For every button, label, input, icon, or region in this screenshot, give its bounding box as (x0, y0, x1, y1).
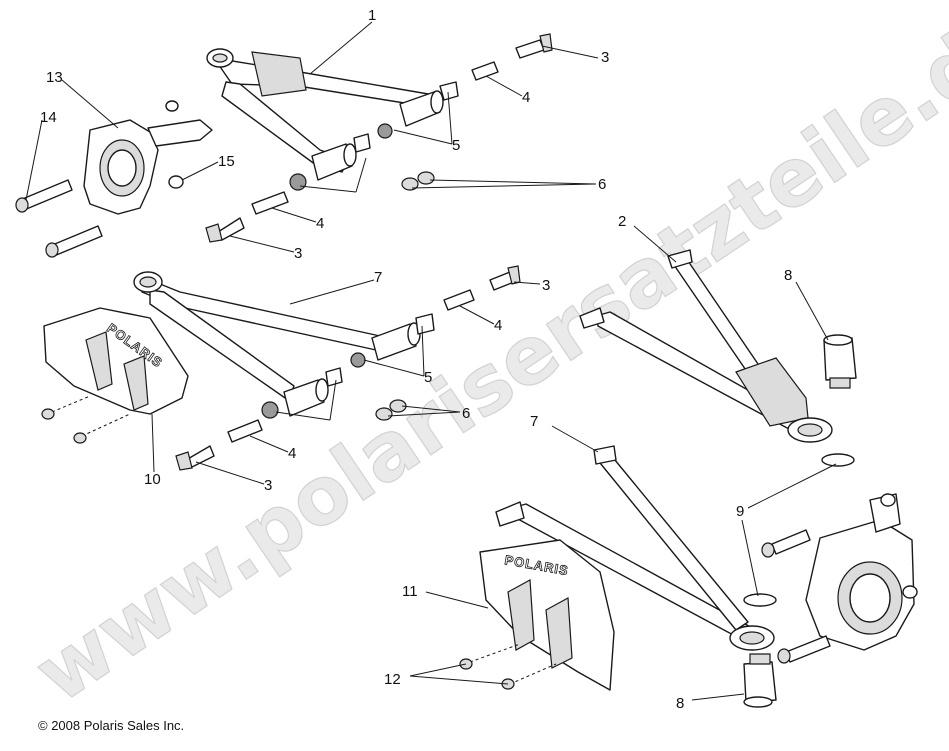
sleeve-upper (251, 61, 499, 215)
upper-a-arm-top (206, 48, 441, 173)
screw-guard-left (41, 395, 131, 444)
callout-1: 1 (368, 7, 376, 24)
bolt-upper (205, 33, 553, 243)
copyright-notice: © 2008 Polaris Sales Inc. (38, 718, 185, 733)
callout-2: 2 (618, 213, 626, 230)
callout-9: 9 (736, 503, 744, 520)
callout-5: 5 (452, 137, 460, 154)
callout-7: 7 (374, 269, 382, 286)
bolt-knuckle-right (761, 529, 831, 664)
guard-left: POLARIS (43, 307, 189, 415)
callout-4: 4 (316, 215, 324, 232)
callout-13: 13 (46, 69, 63, 86)
steering-knuckle-right (805, 493, 918, 651)
callout-5: 5 (424, 369, 432, 386)
callout-3: 3 (294, 245, 302, 262)
lower-a-arm-right (495, 445, 775, 651)
callout-3: 3 (264, 477, 272, 494)
guard-right: POLARIS (479, 539, 615, 691)
callout-3: 3 (542, 277, 550, 294)
bolt-lower-left (175, 265, 521, 471)
retaining-ring (743, 453, 855, 607)
sleeve-lower-left (227, 289, 475, 443)
bushing-set-lower-left (261, 313, 435, 419)
callout-labels: 1 3 4 5 6 4 3 13 14 15 7 3 4 5 6 4 3 10 … (40, 7, 792, 712)
callout-4: 4 (494, 317, 502, 334)
ball-joint-upper (823, 334, 857, 389)
callout-8: 8 (784, 267, 792, 284)
callout-11: 11 (402, 583, 418, 600)
callout-6: 6 (598, 176, 606, 193)
bolt-knuckle-left (15, 175, 184, 258)
screw-guard-right (459, 643, 557, 690)
callout-4: 4 (288, 445, 296, 462)
callout-10: 10 (144, 471, 161, 488)
callout-6: 6 (462, 405, 470, 422)
ball-joint-lower (743, 653, 777, 708)
callout-12: 12 (384, 671, 401, 688)
steering-knuckle-left (83, 100, 213, 215)
callout-15: 15 (218, 153, 235, 170)
bushing-set-upper (289, 81, 459, 191)
callout-14: 14 (40, 109, 57, 126)
callout-3: 3 (601, 49, 609, 66)
nut-lower-left (375, 399, 407, 421)
upper-a-arm-right (579, 249, 833, 443)
callout-8: 8 (676, 695, 684, 712)
callout-7: 7 (530, 413, 538, 430)
nut-upper (401, 171, 435, 191)
leader-lines (25, 21, 837, 701)
callout-4: 4 (522, 89, 530, 106)
